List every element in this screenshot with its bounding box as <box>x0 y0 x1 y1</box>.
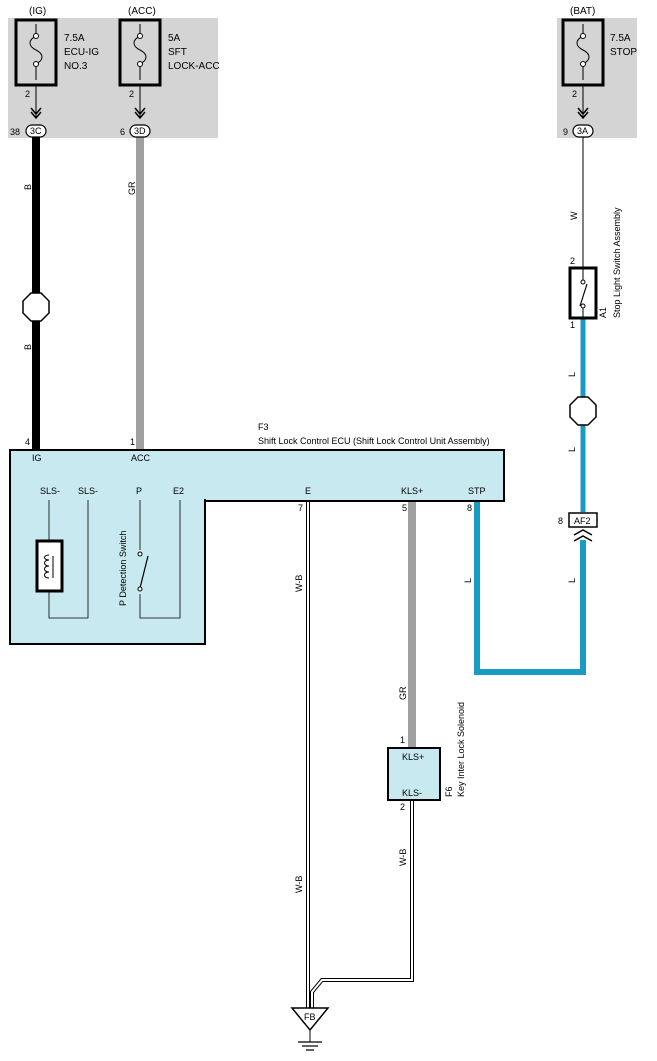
svg-text:1: 1 <box>570 320 575 330</box>
svg-text:ECU-IG: ECU-IG <box>64 47 99 58</box>
svg-text:AF2: AF2 <box>574 516 591 526</box>
svg-text:(BAT): (BAT) <box>570 6 595 17</box>
svg-text:GR: GR <box>398 686 408 700</box>
svg-text:L: L <box>463 578 473 583</box>
ecu-shift-lock-solenoid <box>35 539 64 593</box>
svg-text:KLS+: KLS+ <box>402 752 424 762</box>
key-interlock-solenoid-f6: 1 KLS+ KLS- 2 F6 Key Inter Lock Solenoid <box>387 702 466 812</box>
svg-text:SLS-: SLS- <box>40 486 60 496</box>
svg-text:3C: 3C <box>30 126 42 136</box>
svg-text:Stop Light Switch Assembly: Stop Light Switch Assembly <box>612 207 622 318</box>
svg-text:8: 8 <box>558 516 563 526</box>
svg-text:5A: 5A <box>168 33 181 44</box>
svg-text:IG: IG <box>32 453 42 463</box>
svg-text:2: 2 <box>570 256 575 266</box>
svg-text:Key Inter Lock Solenoid: Key Inter Lock Solenoid <box>456 702 466 797</box>
svg-text:7.5A: 7.5A <box>64 33 85 44</box>
ground-fb: FB <box>290 1007 330 1051</box>
svg-text:6: 6 <box>120 127 125 137</box>
svg-text:(IG): (IG) <box>29 6 46 17</box>
svg-text:SLS-: SLS- <box>78 486 98 496</box>
svg-text:E: E <box>305 486 311 496</box>
fuse-box-ig-acc <box>8 18 218 138</box>
svg-text:F6: F6 <box>444 786 454 797</box>
fuse-box-bat <box>557 18 637 138</box>
svg-text:A1: A1 <box>598 307 608 318</box>
svg-text:STP: STP <box>468 486 486 496</box>
svg-text:W: W <box>569 211 579 220</box>
svg-text:KLS+: KLS+ <box>401 486 423 496</box>
svg-text:ACC: ACC <box>131 453 151 463</box>
svg-text:4: 4 <box>25 437 30 447</box>
svg-text:W-B: W-B <box>294 575 304 592</box>
svg-text:B: B <box>23 184 33 190</box>
svg-text:2: 2 <box>25 89 30 99</box>
svg-text:2: 2 <box>129 89 134 99</box>
connector-3a: 9 3A <box>563 124 594 138</box>
stop-light-switch-a1: 2 1 A1 Stop Light Switch Assembly <box>568 207 622 330</box>
svg-text:KLS-: KLS- <box>402 788 422 798</box>
svg-text:P Detection Switch: P Detection Switch <box>118 531 128 606</box>
svg-text:2: 2 <box>400 802 405 812</box>
connector-3d: 6 3D <box>120 124 151 138</box>
svg-text:LOCK-ACC: LOCK-ACC <box>168 61 220 72</box>
svg-text:GR: GR <box>127 181 137 195</box>
svg-text:1: 1 <box>400 735 405 745</box>
svg-text:3A: 3A <box>577 126 588 136</box>
svg-text:L: L <box>567 447 577 452</box>
svg-text:38: 38 <box>10 127 20 137</box>
wire-stp-blue <box>474 500 586 675</box>
svg-text:P: P <box>136 486 142 496</box>
svg-text:F3: F3 <box>258 422 269 432</box>
svg-text:NO.3: NO.3 <box>64 61 88 72</box>
svg-text:7: 7 <box>298 503 303 513</box>
junction-octagon-stop <box>569 396 597 426</box>
svg-text:(ACC): (ACC) <box>128 6 156 17</box>
svg-text:5: 5 <box>402 503 407 513</box>
svg-text:STOP: STOP <box>610 47 637 58</box>
junction-octagon-ig <box>22 292 50 322</box>
svg-text:B: B <box>23 344 33 350</box>
svg-text:1: 1 <box>130 437 135 447</box>
svg-text:2: 2 <box>572 89 577 99</box>
svg-text:W-B: W-B <box>398 849 408 866</box>
svg-text:E2: E2 <box>173 486 184 496</box>
svg-text:L: L <box>567 578 577 583</box>
svg-text:Shift Lock Control ECU (Shift: Shift Lock Control ECU (Shift Lock Contr… <box>258 436 490 446</box>
svg-text:SFT: SFT <box>168 47 187 58</box>
svg-text:W-B: W-B <box>294 876 304 893</box>
svg-text:7.5A: 7.5A <box>610 33 631 44</box>
svg-text:FB: FB <box>304 1012 316 1022</box>
shift-lock-control-ecu: F3 Shift Lock Control ECU (Shift Lock Co… <box>9 422 505 645</box>
connector-3c: 38 3C <box>10 124 47 138</box>
svg-text:3D: 3D <box>134 126 146 136</box>
svg-text:9: 9 <box>563 127 568 137</box>
connector-af2: 8 AF2 <box>558 512 598 542</box>
svg-text:L: L <box>567 372 577 377</box>
wire-kls-minus-white-black <box>310 800 414 1008</box>
svg-text:8: 8 <box>467 503 472 513</box>
